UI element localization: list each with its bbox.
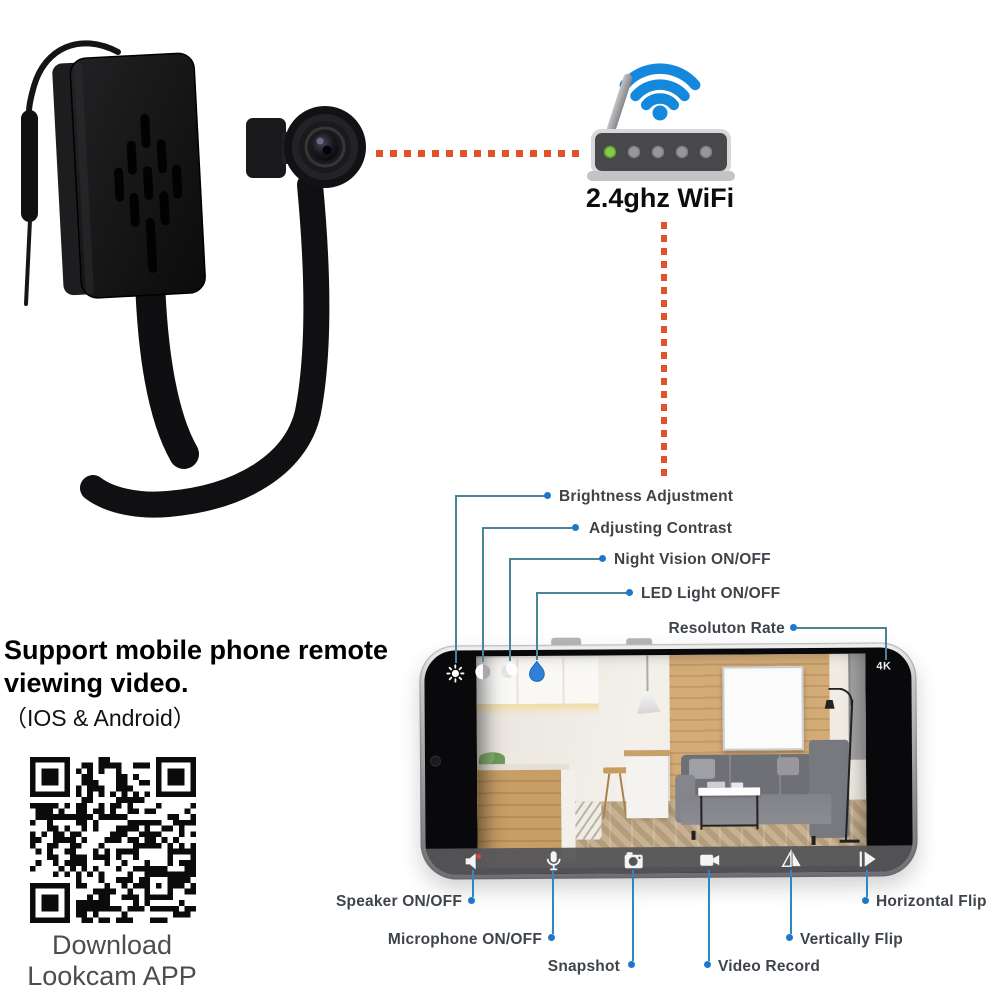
callout-line-led bbox=[536, 592, 628, 594]
mini-camera-device bbox=[21, 40, 366, 518]
app-toolbar bbox=[425, 845, 913, 875]
callout-label-brightness: Brightness Adjustment bbox=[559, 488, 734, 505]
callout-line-contrast bbox=[482, 527, 484, 662]
brightness-icon[interactable] bbox=[446, 664, 465, 683]
scene-sofa-leg bbox=[811, 835, 816, 846]
qr-code bbox=[30, 757, 196, 923]
callout-dot-resolution bbox=[790, 624, 797, 631]
support-line-3: （IOS & Android） bbox=[4, 705, 196, 731]
router-base bbox=[587, 171, 735, 181]
scene-table-item bbox=[731, 782, 744, 788]
ribbon-cable bbox=[80, 172, 330, 518]
callout-line-night-vision bbox=[509, 558, 601, 560]
router-antenna bbox=[606, 73, 633, 134]
callout-line-brightness bbox=[455, 495, 545, 497]
vertical-flip-icon[interactable] bbox=[781, 848, 803, 870]
support-text-block: Support mobile phone remote viewing vide… bbox=[4, 634, 388, 735]
smartphone-mockup: 4K bbox=[419, 637, 918, 880]
qr-caption-line-1: Download bbox=[51, 930, 173, 960]
callout-dot-snapshot bbox=[628, 961, 635, 968]
speaker-icon[interactable] bbox=[463, 850, 485, 872]
callout-line-snapshot bbox=[632, 870, 634, 961]
callout-label-resolution: Resoluton Rate bbox=[668, 620, 785, 637]
wifi-router bbox=[587, 63, 735, 181]
wifi-signal-icon bbox=[619, 63, 701, 111]
scene-table-item bbox=[707, 781, 726, 788]
camera-lens-module bbox=[246, 106, 366, 188]
callout-line-microphone bbox=[552, 870, 554, 934]
callout-label-speaker: Speaker ON/OFF bbox=[336, 893, 462, 910]
callout-dot-brightness bbox=[544, 492, 551, 499]
scene-plant bbox=[478, 752, 506, 765]
callout-dot-speaker bbox=[468, 897, 475, 904]
callout-label-vertical-flip: Vertically Flip bbox=[800, 931, 903, 948]
scene-stool bbox=[603, 767, 628, 774]
wifi-signal-dot bbox=[652, 105, 668, 121]
front-camera-hole bbox=[429, 755, 442, 767]
scene-pendant-lamp bbox=[634, 690, 660, 715]
callout-label-snapshot: Snapshot bbox=[547, 958, 620, 975]
ribbon-cable-strap bbox=[135, 265, 199, 469]
wifi-band-label: 2.4ghz WiFi bbox=[585, 183, 735, 213]
scene-pillow bbox=[776, 757, 800, 776]
antenna-tip bbox=[24, 218, 32, 306]
callout-line-contrast bbox=[482, 527, 574, 529]
contrast-icon[interactable] bbox=[474, 663, 491, 680]
phone-screen: 4K bbox=[424, 647, 913, 875]
led-light-icon[interactable] bbox=[528, 660, 545, 682]
scene-coffee-table bbox=[698, 787, 761, 796]
qr-caption: Download Lookcam APP bbox=[8, 930, 216, 992]
scene-cabinet-light bbox=[476, 703, 599, 716]
qr-caption-line-2: Lookcam APP bbox=[27, 961, 197, 991]
vent-slots bbox=[114, 114, 183, 273]
callout-line-video-record bbox=[708, 870, 710, 961]
support-line-1: Support mobile phone remote bbox=[4, 635, 389, 665]
callout-line-speaker bbox=[472, 870, 474, 897]
scene-pendant-cord bbox=[646, 655, 649, 694]
callout-label-horizontal-flip: Horizontal Flip bbox=[876, 893, 987, 910]
callout-dot-microphone bbox=[548, 934, 555, 941]
callout-line-led bbox=[536, 592, 538, 660]
callout-label-microphone: Microphone ON/OFF bbox=[387, 931, 542, 948]
callout-line-resolution bbox=[885, 627, 887, 660]
antenna-cable bbox=[26, 40, 121, 115]
callout-label-night-vision: Night Vision ON/OFF bbox=[614, 551, 771, 568]
support-line-2: viewing video. bbox=[4, 668, 189, 698]
callout-line-vertical-flip bbox=[790, 870, 792, 934]
scene-floor-lamp-base bbox=[839, 839, 860, 843]
callout-line-resolution bbox=[797, 627, 887, 629]
callout-dot-led bbox=[626, 589, 633, 596]
microphone-icon[interactable] bbox=[543, 850, 565, 872]
resolution-badge[interactable]: 4K bbox=[876, 660, 892, 673]
video-record-icon[interactable] bbox=[699, 849, 721, 871]
dvr-box bbox=[52, 52, 206, 299]
callout-dot-vertical-flip bbox=[786, 934, 793, 941]
snapshot-icon[interactable] bbox=[623, 849, 645, 871]
night-vision-icon[interactable] bbox=[501, 662, 518, 679]
scene-sofa-leg bbox=[691, 830, 696, 840]
router-leds bbox=[603, 145, 713, 159]
scene-poster bbox=[722, 666, 804, 751]
callout-dot-video-record bbox=[704, 961, 711, 968]
callout-line-brightness bbox=[455, 495, 457, 663]
dashed-connection-router-phone bbox=[661, 222, 667, 482]
callout-label-contrast: Adjusting Contrast bbox=[589, 520, 733, 537]
callout-line-night-vision bbox=[509, 558, 511, 661]
antenna-rod bbox=[21, 110, 38, 222]
callout-label-led: LED Light ON/OFF bbox=[641, 585, 781, 602]
dashed-connection-camera-router bbox=[376, 150, 586, 157]
scene-table-shelf bbox=[700, 824, 759, 827]
callout-label-video-record: Video Record bbox=[718, 958, 821, 975]
camera-live-view bbox=[476, 653, 867, 869]
callout-dot-contrast bbox=[572, 524, 579, 531]
horizontal-flip-icon[interactable] bbox=[857, 848, 879, 870]
led-power-green bbox=[603, 145, 617, 159]
scene-kitchen-island bbox=[623, 749, 670, 819]
callout-dot-night-vision bbox=[599, 555, 606, 562]
callout-dot-horizontal-flip bbox=[862, 897, 869, 904]
callout-line-horizontal-flip bbox=[866, 870, 868, 897]
